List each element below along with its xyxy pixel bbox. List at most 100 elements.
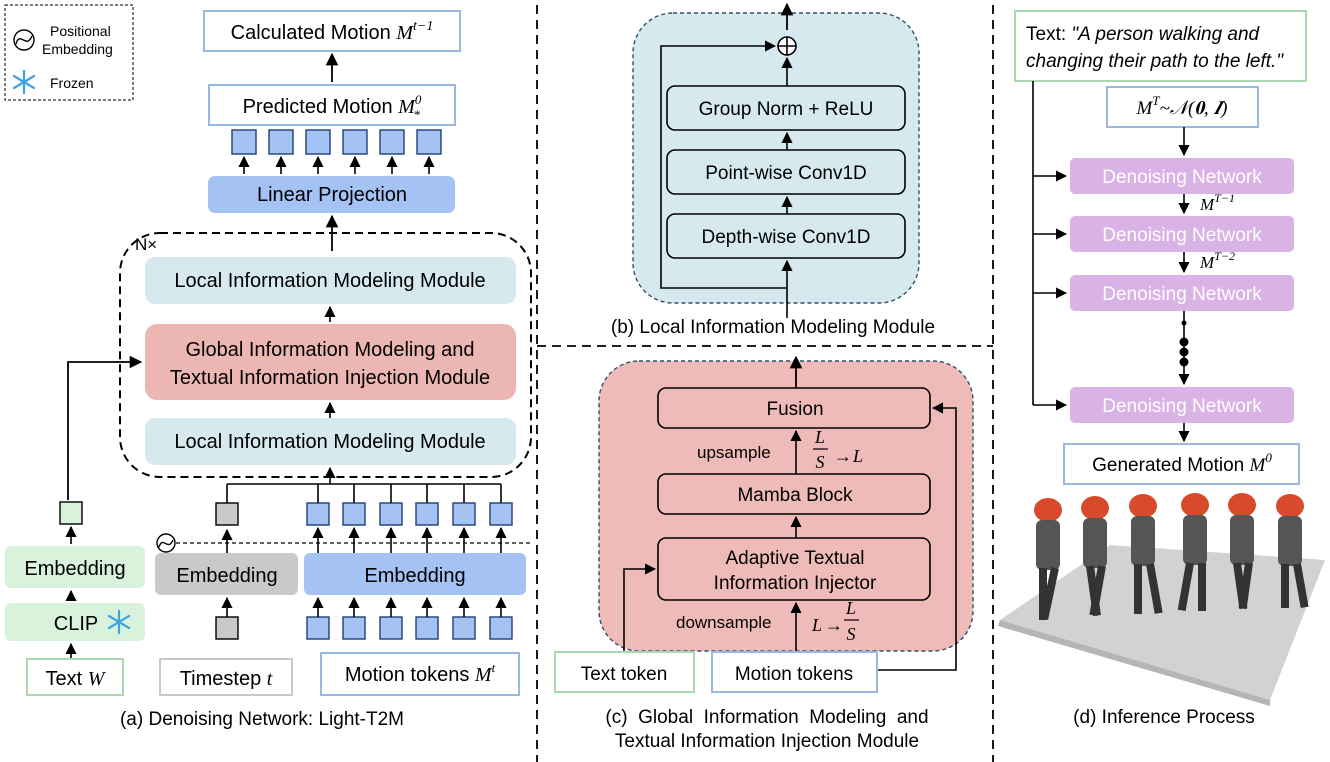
downsample-formula: L → L S: [811, 598, 859, 644]
timestep-input-label: Timestep t: [180, 668, 273, 690]
output-token: [416, 129, 442, 155]
walking-figure: [1276, 494, 1309, 609]
walking-figure: [1228, 493, 1256, 610]
ellipsis-dots: [1178, 311, 1190, 386]
legend-positional-label-2: Embedding: [42, 41, 113, 57]
pointwise-conv-box: [666, 149, 906, 195]
motion-embedded-token: [379, 502, 403, 526]
timestep-token: [215, 502, 239, 526]
motion-raw-token: [379, 616, 403, 640]
motion-embedding-arrows: [312, 526, 507, 553]
output-token: [342, 129, 368, 155]
mamba-block-box: [657, 473, 931, 515]
injector-label-2: Information Injector: [714, 573, 877, 594]
motion-embedded-token: [342, 502, 366, 526]
group-norm-label: Group Norm + ReLU: [699, 99, 874, 120]
svg-text:S: S: [816, 452, 825, 472]
denoise-box-1: [1070, 158, 1294, 194]
motion-tokens-box: [711, 651, 878, 693]
text-input-label: Text W: [46, 668, 107, 690]
panel-c: Fusion upsample L S → L Mamba Block Adap…: [554, 355, 974, 752]
predicted-motion-box: [208, 84, 456, 126]
timestep-embedding-label: Embedding: [176, 565, 277, 587]
output-token-arrows: [238, 155, 435, 174]
output-token: [231, 129, 257, 155]
motion-tokens-label: Motion tokens: [735, 664, 853, 685]
panel-a: Calculated Motion Mt−1 Predicted Motion …: [5, 10, 532, 730]
motion-raw-token: [415, 616, 439, 640]
residual-skip-connection: [660, 40, 787, 289]
denoise-label-1: Denoising Network: [1102, 167, 1262, 188]
repeat-label: N×: [135, 235, 157, 254]
timestep-raw-token: [215, 616, 239, 640]
denoise-label-3: Denoising Network: [1102, 284, 1262, 305]
injector-box: [657, 537, 931, 601]
global-module-label-1: Global Information Modeling and: [185, 339, 474, 361]
text-feature-arrow: [67, 355, 143, 500]
prompt-label-line-2: changing their path to the left.": [1026, 51, 1284, 72]
conditioning-arrows: [1033, 170, 1068, 411]
arrow-motion-skip-to-fusion: [870, 402, 957, 671]
prompt-box: [1014, 10, 1307, 82]
local-module-bottom-label: Local Information Modeling Module: [174, 431, 485, 453]
local-module-top-label: Local Information Modeling Module: [174, 270, 485, 292]
walking-figure: [1034, 498, 1062, 620]
noise-init-label: MT~𝒩(𝟎, 𝑰): [1135, 93, 1227, 119]
local-module-bottom-box: [145, 418, 516, 465]
svg-text:→: →: [825, 615, 843, 635]
predicted-motion-label: Predicted Motion M0*: [243, 92, 422, 122]
svg-text:L: L: [811, 615, 822, 635]
output-token: [379, 129, 405, 155]
walking-figure: [1081, 496, 1109, 617]
noise-init-box: [1106, 86, 1259, 128]
walking-figure: [1129, 494, 1163, 614]
timestep-input-box: [159, 658, 293, 696]
denoise-box-4: [1070, 387, 1294, 423]
denoise-box-3: [1070, 275, 1294, 311]
linear-projection-label: Linear Projection: [257, 184, 407, 206]
motion-raw-arrows: [312, 596, 507, 617]
svg-text:→: →: [834, 446, 852, 466]
upsample-label: upsample: [697, 443, 771, 462]
positional-embedding-icon: [13, 29, 35, 51]
output-token: [268, 129, 294, 155]
output-token: [305, 129, 331, 155]
text-embedding-label: Embedding: [24, 558, 125, 580]
motion-tokens-input-box: [320, 652, 520, 696]
global-module-box: [145, 324, 516, 400]
text-input-box: [26, 658, 124, 696]
step-label-1: MT−1: [1199, 191, 1235, 214]
panel-d-caption: (d) Inference Process: [1073, 707, 1255, 728]
text-token-box: [554, 651, 695, 693]
generated-motion-render: [998, 493, 1325, 706]
motion-raw-token: [489, 616, 513, 640]
motion-embedded-token: [306, 502, 330, 526]
clip-label: CLIP: [54, 613, 98, 635]
motion-raw-token: [452, 616, 476, 640]
pointwise-conv-label: Point-wise Conv1D: [705, 163, 867, 184]
timestep-embedding-box: [155, 553, 298, 595]
token-merge-lines: [226, 466, 502, 503]
motion-tokens-input-label: Motion tokens Mt: [345, 660, 496, 686]
panel-c-caption-1: (c) Global Information Modeling and: [605, 707, 928, 728]
output-tokens: [231, 129, 442, 155]
motion-embedding-label: Embedding: [364, 565, 465, 587]
denoise-label-4: Denoising Network: [1102, 396, 1262, 417]
panel-a-caption: (a) Denoising Network: Light-T2M: [120, 709, 404, 730]
downsample-label: downsample: [676, 613, 771, 632]
motion-embedded-tokens: [306, 502, 513, 526]
legend-frozen-label: Frozen: [50, 75, 94, 91]
clip-box: [5, 603, 145, 641]
svg-text:L: L: [845, 598, 856, 618]
legend: Positional Embedding Frozen: [4, 4, 134, 101]
step-label-2: MT−2: [1199, 249, 1235, 272]
arrow-text-to-injector: [623, 563, 657, 652]
svg-text:L: L: [852, 446, 863, 466]
panel-b: Group Norm + ReLU Point-wise Conv1D Dept…: [611, 2, 935, 338]
denoise-label-2: Denoising Network: [1102, 225, 1262, 246]
local-module-top-box: [145, 257, 516, 304]
injector-label-1: Adaptive Textual: [725, 548, 864, 569]
motion-raw-token: [306, 616, 330, 640]
snowflake-icon: [107, 609, 131, 635]
